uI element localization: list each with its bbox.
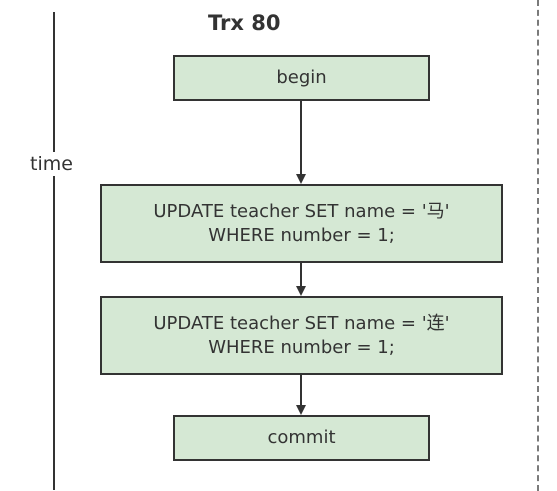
- transaction-title: Trx 80: [208, 11, 281, 35]
- step-commit: commit: [173, 415, 430, 461]
- time-axis-line: [53, 12, 55, 490]
- step-update-1: UPDATE teacher SET name = '马' WHERE numb…: [100, 184, 503, 263]
- step-update-1-line1: UPDATE teacher SET name = '马': [153, 200, 450, 222]
- step-update-2-line1: UPDATE teacher SET name = '连': [153, 312, 450, 334]
- time-axis-label: time: [28, 152, 75, 176]
- step-update-2: UPDATE teacher SET name = '连' WHERE numb…: [100, 296, 503, 375]
- step-update-1-line2: WHERE number = 1;: [208, 224, 395, 246]
- lane-separator: [537, 0, 539, 491]
- step-begin: begin: [173, 55, 430, 101]
- step-commit-text: commit: [267, 427, 336, 448]
- step-begin-text: begin: [276, 67, 327, 88]
- step-update-2-line2: WHERE number = 1;: [208, 336, 395, 358]
